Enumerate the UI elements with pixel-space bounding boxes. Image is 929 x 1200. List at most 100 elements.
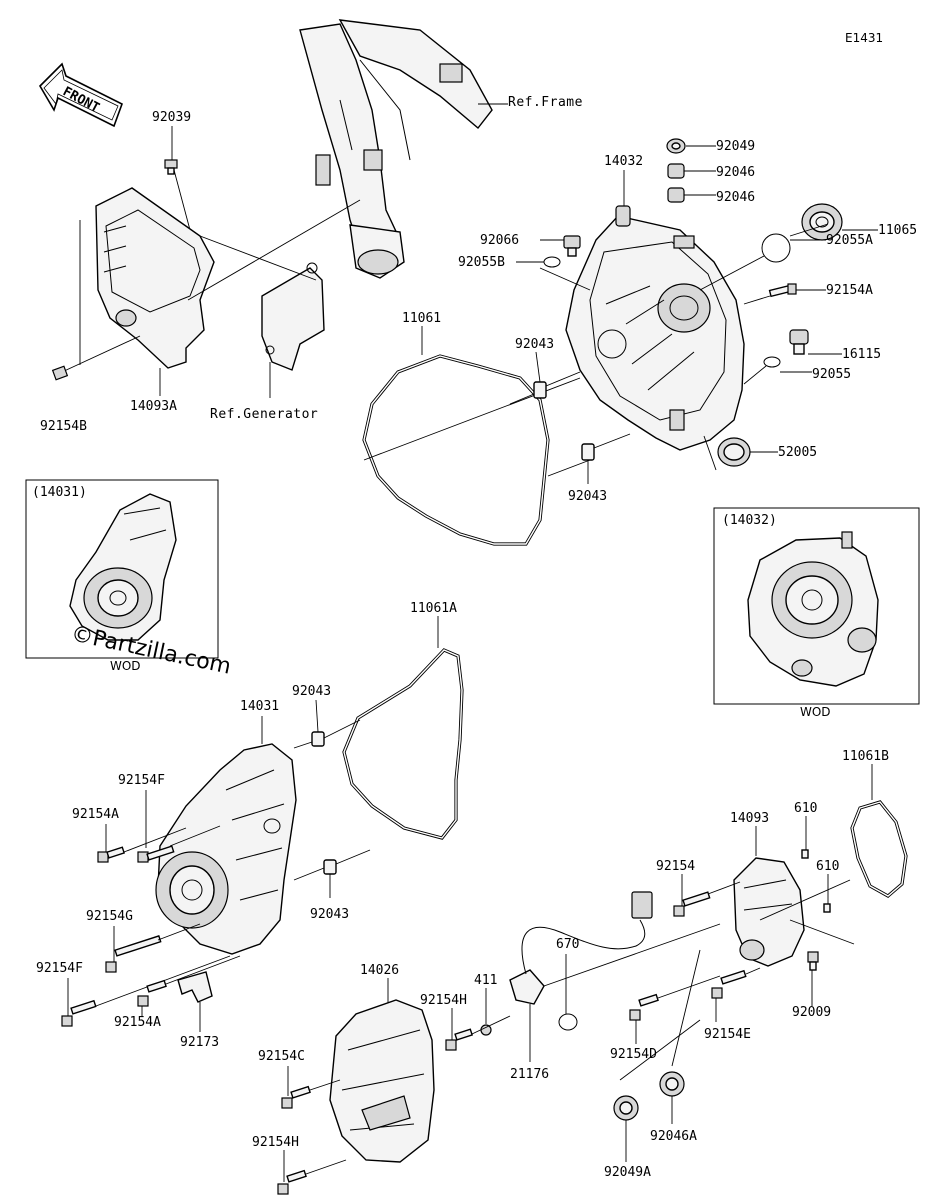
label-92039: 92039 <box>152 110 191 125</box>
label-11061A: 11061A <box>410 601 457 616</box>
label-92043-b: 92043 <box>568 489 607 504</box>
label-92154F-b: 92154F <box>36 961 83 976</box>
bolt-92154A-low <box>137 979 167 1007</box>
label-14031: 14031 <box>240 699 279 714</box>
label-92154H-b: 92154H <box>252 1135 299 1150</box>
bushing-92046A <box>659 1071 685 1097</box>
bolt-92154 <box>673 891 711 917</box>
bolt-92154C <box>281 1085 311 1109</box>
label-14093A: 14093A <box>130 399 177 414</box>
label-92154E: 92154E <box>704 1027 751 1042</box>
dowel-92043-c <box>311 731 325 747</box>
label-52005: 52005 <box>778 445 817 460</box>
oring-92055 <box>763 356 781 368</box>
label-92046-b: 92046 <box>716 190 755 205</box>
bolt-92009 <box>807 951 819 971</box>
dowel-92043-a <box>533 381 547 399</box>
label-92043-c: 92043 <box>292 684 331 699</box>
label-92009: 92009 <box>792 1005 831 1020</box>
label-92154G: 92154G <box>86 909 133 924</box>
washer-411 <box>480 1024 492 1036</box>
watermark: ©Partzilla.com <box>69 621 233 679</box>
bushing-92046-a <box>667 163 685 179</box>
bearing-92049 <box>666 138 686 154</box>
frame-reference <box>299 19 493 279</box>
oring-92055A <box>761 233 791 263</box>
cover-14093 <box>733 857 805 967</box>
ref-frame-label: Ref.Frame <box>508 95 583 110</box>
bolt-92154B <box>51 365 69 381</box>
label-670: 670 <box>556 937 579 952</box>
plug-16115 <box>789 329 809 355</box>
sensor-21176 <box>509 891 653 1005</box>
bolt-92039 <box>164 159 178 175</box>
label-14026: 14026 <box>360 963 399 978</box>
gasket-11061A <box>342 648 464 840</box>
label-92055A: 92055A <box>826 233 873 248</box>
label-92046-a: 92046 <box>716 165 755 180</box>
inset-14031: (14031) WOD <box>25 479 219 673</box>
generator-bracket-reference <box>261 262 325 371</box>
label-11061B: 11061B <box>842 749 889 764</box>
pin-610-b <box>823 903 831 913</box>
bolt-92154D <box>629 993 659 1021</box>
pin-610-a <box>801 849 809 859</box>
seal-52005 <box>717 437 751 467</box>
label-92154A-low: 92154A <box>114 1015 161 1030</box>
oring-670 <box>558 1013 578 1031</box>
label-14032: 14032 <box>604 154 643 169</box>
label-92154D: 92154D <box>610 1047 657 1062</box>
bolt-92154H-a <box>445 1028 474 1051</box>
label-11065: 11065 <box>878 223 917 238</box>
clamp-92173 <box>177 971 213 1003</box>
bolt-92154A-top <box>768 283 797 298</box>
label-92154H-a: 92154H <box>420 993 467 1008</box>
label-92154A-top: 92154A <box>826 283 873 298</box>
dowel-92043-b <box>581 443 595 461</box>
label-92049: 92049 <box>716 139 755 154</box>
label-92173: 92173 <box>180 1035 219 1050</box>
label-92043-d: 92043 <box>310 907 349 922</box>
bolt-92154A-mid <box>97 846 126 863</box>
inset-right-caption: WOD <box>800 705 831 719</box>
inset-left-title: (14031) <box>32 485 87 500</box>
clutch-cover-14032 <box>565 205 745 451</box>
bolt-92154G <box>105 935 162 973</box>
label-92049A: 92049A <box>604 1165 651 1180</box>
inset-right-title: (14032) <box>722 513 777 528</box>
generator-cover-14031 <box>155 743 297 955</box>
bolt-92154E <box>711 969 747 999</box>
label-11061: 11061 <box>402 311 441 326</box>
inset-left-caption: WOD <box>110 659 141 673</box>
label-92043-a: 92043 <box>515 337 554 352</box>
label-21176: 21176 <box>510 1067 549 1082</box>
label-92154A-mid: 92154A <box>72 807 119 822</box>
plug-92066 <box>563 235 581 257</box>
label-92055: 92055 <box>812 367 851 382</box>
front-arrow-icon: FRONT <box>38 62 123 128</box>
label-92066: 92066 <box>480 233 519 248</box>
label-92154C: 92154C <box>258 1049 305 1064</box>
bearing-92049A <box>613 1095 639 1121</box>
bolt-92154H-b <box>277 1169 307 1195</box>
label-14093: 14093 <box>730 811 769 826</box>
cover-14026 <box>329 999 435 1163</box>
bolt-92154F-b <box>61 999 97 1027</box>
ref-generator-label: Ref.Generator <box>210 407 318 422</box>
inset-14032: (14032) WOD <box>713 507 920 719</box>
label-92046A: 92046A <box>650 1129 697 1144</box>
gasket-11061 <box>362 354 550 546</box>
dowel-92043-d <box>323 859 337 875</box>
label-610-a: 610 <box>794 801 817 816</box>
label-92055B: 92055B <box>458 255 505 270</box>
cover-14093A <box>95 187 215 369</box>
bolt-92154F-a <box>137 845 175 863</box>
label-610-b: 610 <box>816 859 839 874</box>
oring-92055B <box>543 256 561 268</box>
bushing-92046-b <box>667 187 685 203</box>
label-92154F-a: 92154F <box>118 773 165 788</box>
label-411: 411 <box>474 973 497 988</box>
label-16115: 16115 <box>842 347 881 362</box>
gasket-11061B <box>850 800 908 898</box>
